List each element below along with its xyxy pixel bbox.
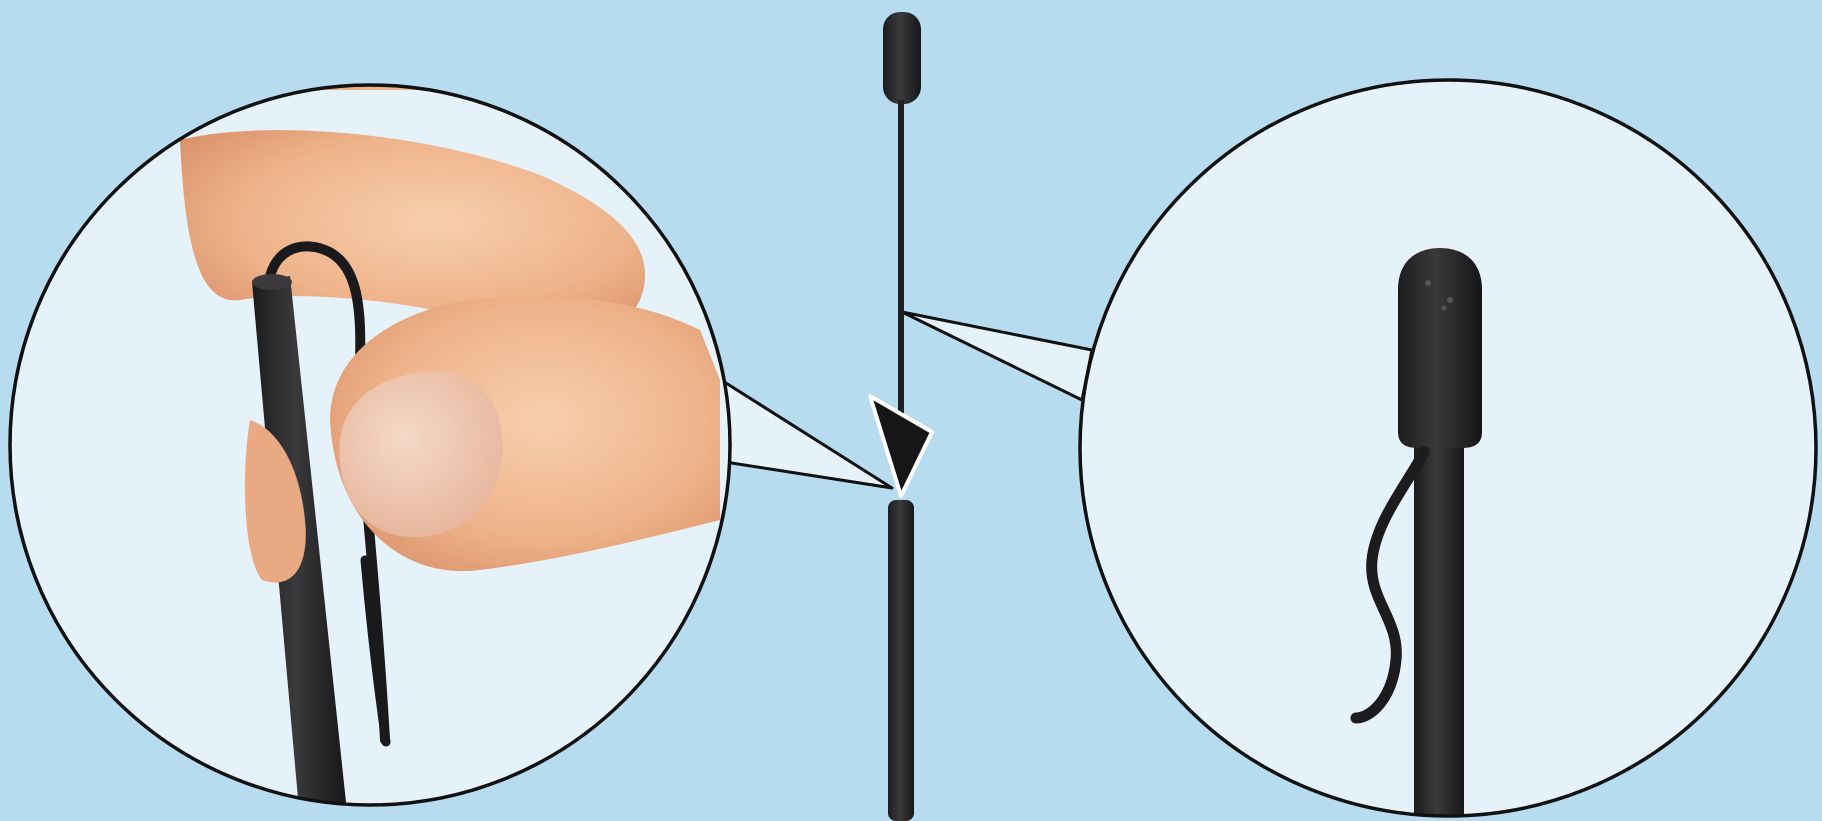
detail-tip-cap [1398,248,1482,448]
antenna-lower-rod [888,500,914,821]
right-detail-callout [1080,80,1816,821]
right-callout-pointer [902,312,1092,400]
detail-rod [1414,430,1464,821]
antenna-tip-cap [883,12,921,104]
left-detail-callout [10,81,730,821]
left-callout-pointer [718,378,892,488]
